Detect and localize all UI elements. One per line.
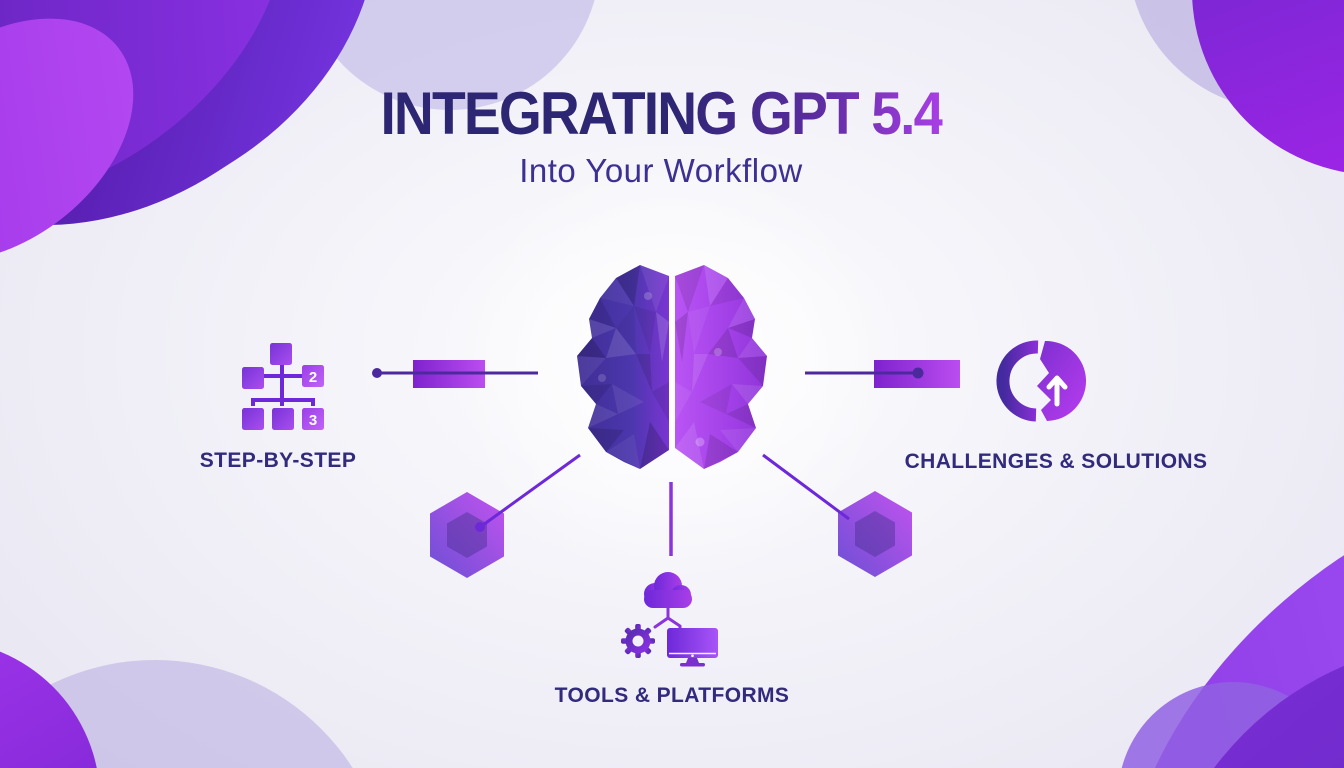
gear-icon: [621, 624, 655, 658]
flowchart-box-bottom-mid: [272, 408, 294, 430]
broken-circle-up-arrow-icon: [996, 340, 1087, 422]
flowchart-box-mid-left: [242, 367, 264, 389]
flowchart-badge-2: 2: [309, 369, 317, 386]
monitor-icon: [667, 628, 718, 667]
brain-right-hemisphere: [675, 265, 767, 469]
connector-diagonal-left: [475, 453, 581, 532]
hexagon-ornament-right: [838, 491, 912, 577]
connector-right: [805, 360, 960, 388]
flowchart-box-step3: [302, 408, 324, 430]
flowchart-box-step2: [302, 365, 324, 387]
label-challenges-solutions: CHALLENGES & SOLUTIONS: [904, 450, 1208, 473]
page-title: INTEGRATING GPT 5.4: [379, 80, 944, 147]
label-step-by-step: STEP-BY-STEP: [199, 449, 357, 472]
flowchart-lines: [251, 363, 315, 406]
polygonal-brain-icon: [577, 265, 767, 469]
header: INTEGRATING GPT 5.4 Into Your Workflow: [0, 84, 1322, 190]
up-arrow-icon: [1046, 375, 1068, 407]
broken-circle-left-piece: [996, 340, 1039, 422]
connector-diagonal-right: [762, 453, 850, 521]
label-tools-platforms: TOOLS & PLATFORMS: [554, 684, 790, 707]
flowchart-box-bottom-left: [242, 408, 264, 430]
hexagon-ornament-left: [430, 492, 504, 578]
connector-left: [372, 360, 538, 388]
brain-left-hemisphere: [577, 265, 669, 469]
flowchart-steps-icon: 2 3: [242, 343, 324, 430]
cloud-gear-monitor-icon: [621, 572, 718, 667]
branch-lines: [653, 606, 682, 630]
flowchart-box-top: [270, 343, 292, 365]
cloud-icon: [644, 572, 692, 608]
flowchart-badge-3: 3: [309, 412, 317, 429]
page-subtitle: Into Your Workflow: [519, 152, 803, 189]
